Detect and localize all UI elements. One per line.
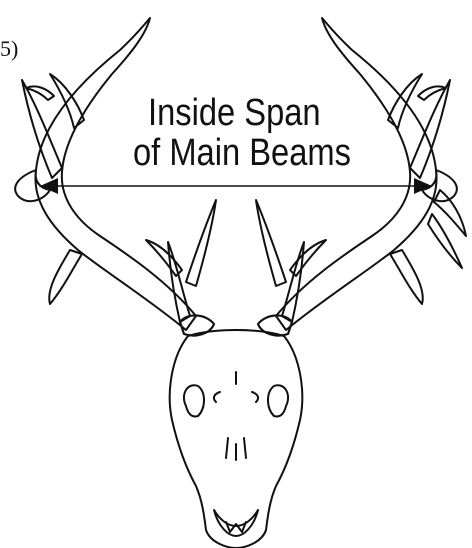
right-tine-5: [428, 214, 462, 268]
left-tine-3: [26, 86, 54, 100]
inside-span-arrow: [40, 178, 432, 194]
right-tine-3: [418, 86, 446, 100]
skull-outline: [170, 330, 303, 548]
inside-span-label-line1: Inside Span: [148, 94, 321, 132]
left-brow-tine: [49, 250, 82, 304]
right-brow-tine: [390, 250, 423, 304]
figure-corner-mark: 5): [0, 38, 18, 60]
right-eye-socket: [268, 385, 288, 416]
left-eye-socket: [184, 385, 204, 416]
right-tine-4: [434, 190, 466, 236]
snout: [214, 510, 258, 536]
nasal-line-right: [244, 438, 246, 458]
nasal-line-left: [226, 438, 228, 458]
right-g3-tine: [256, 200, 286, 286]
skull-mark-right: [252, 392, 258, 402]
inside-span-label-line2: of Main Beams: [133, 134, 351, 172]
left-g3-tine: [186, 200, 216, 286]
skull-mark-left: [214, 392, 220, 402]
